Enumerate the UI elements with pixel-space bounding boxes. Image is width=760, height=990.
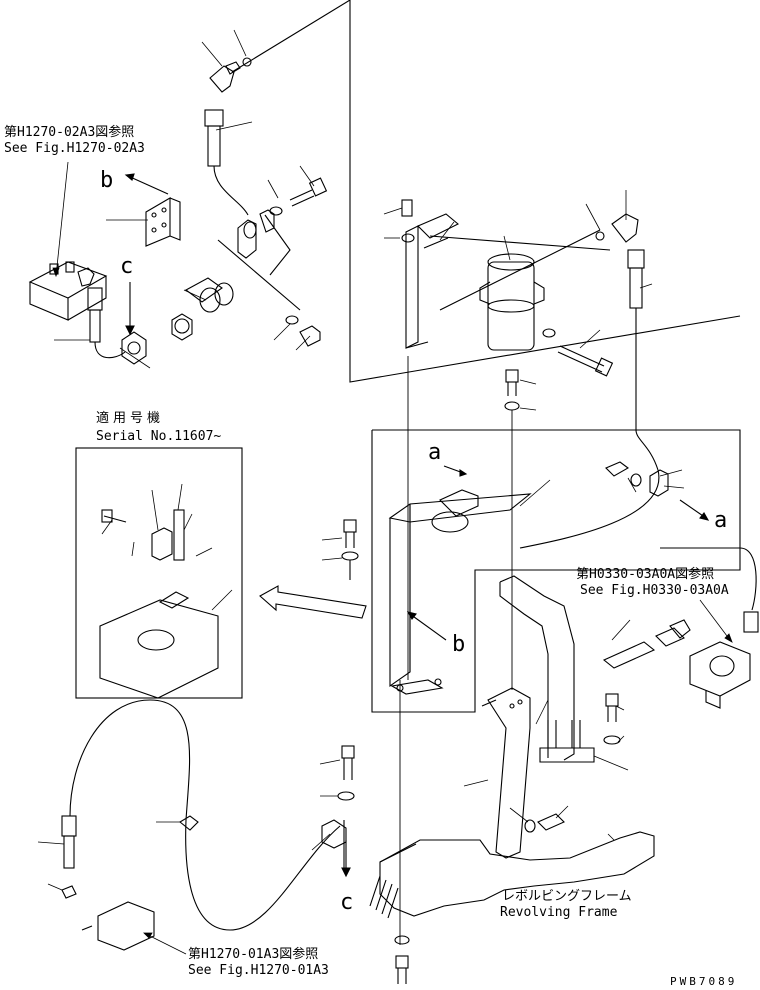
filter-bracket: [401, 199, 459, 349]
letter-a-right: a: [714, 508, 728, 533]
inset-box: [75, 447, 243, 699]
letter-a-middle: a: [428, 440, 442, 465]
revolving-frame-body: [369, 831, 655, 919]
ref-top-left-en: See Fig.H1270-02A3: [4, 141, 145, 156]
clamp-group-upper: [217, 209, 301, 311]
ref-bottom-jp: 第H1270-01A3図参照: [188, 947, 319, 962]
bolt-bottom: [394, 935, 410, 984]
mounting-bracket: [388, 489, 532, 695]
inset-serial: Serial No.11607~: [96, 429, 222, 444]
ref-right-jp: 第H0330-03A0A図参照: [576, 567, 715, 582]
arrow-to-inset: [259, 585, 367, 619]
letter-c-top: c: [120, 254, 134, 279]
small-bracket-plate: [145, 197, 181, 247]
filter-assembly: [429, 229, 611, 351]
valve-block-upper-left: [28, 261, 108, 321]
bolts-right: [524, 461, 669, 833]
detail-box-middle: [371, 429, 741, 713]
frame-label-en: Revolving Frame: [500, 905, 618, 920]
upper-assembly-outline: [231, 0, 741, 383]
frame-label-jp: レボルビングフレーム: [502, 889, 632, 904]
letter-arrows: [124, 173, 710, 878]
leader-lines: [37, 29, 733, 955]
upper-right-elbow: [595, 213, 659, 471]
ref-right-en: See Fig.H0330-03A0A: [580, 583, 729, 598]
lower-arm: [481, 687, 531, 859]
support-arm: [499, 575, 595, 763]
letter-b-middle: b: [452, 632, 466, 657]
bolt-middle: [504, 369, 520, 411]
letter-c-bottom: c: [340, 890, 354, 915]
upper-elbow: [209, 57, 252, 93]
right-valve: [669, 619, 751, 709]
inset-title: 適用号機: [96, 411, 165, 426]
clamp-pair-mid: [171, 277, 234, 341]
lower-valve: [61, 885, 155, 951]
drawing-number: PWB7089: [670, 975, 738, 988]
assembly-guides: [399, 356, 513, 945]
hose-left-upper: [87, 287, 147, 365]
ref-top-left-jp: 第H1270-02A3図参照: [4, 125, 135, 140]
letter-b-top: b: [100, 168, 114, 193]
bolts-middle-left: [337, 519, 359, 801]
lower-hose-loop: [61, 699, 347, 931]
hose-right: [519, 469, 759, 669]
upper-hose: [204, 109, 249, 216]
long-bolt-right: [542, 328, 614, 377]
bolts-upper: [269, 177, 328, 347]
ref-bottom-en: See Fig.H1270-01A3: [188, 963, 329, 978]
